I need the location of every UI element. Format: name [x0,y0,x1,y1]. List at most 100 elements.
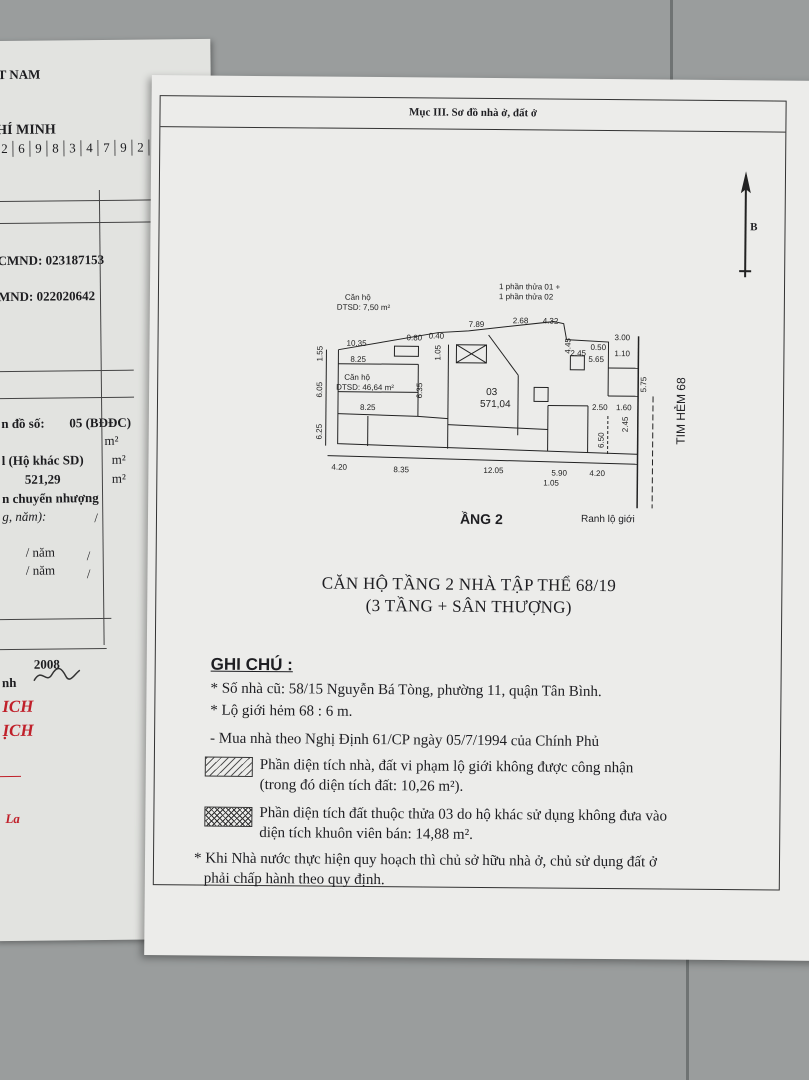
red-stamp-text-1: ICH [2,696,34,717]
dimension-label: 5.75 [639,376,648,392]
note-setback-land: (trong đó diện tích đất: 10,26 m²). [259,777,464,795]
note-decree: - Mua nhà theo Nghị Định 61/CP ngày 05/7… [209,730,600,750]
drawing-title: CĂN HỘ TẦNG 2 NHÀ TẬP THỂ 68/19 (3 TẦNG … [156,571,781,620]
note-other-household: Phần diện tích đất thuộc thửa 03 do hộ k… [259,805,668,825]
apartment-small-label: Căn hộ [345,293,371,302]
boundary-label: Ranh lộ giới [580,513,635,526]
plan-outline [337,349,638,455]
floor-plan-diagram: Căn hộ DTSD: 7,50 m² Căn hộ DTSD: 46,64 … [315,282,654,509]
serial-digit: 4 [81,140,99,157]
dimension-label: 6.50 [597,432,606,448]
serial-digit: 9 [115,139,133,156]
dimension-label: 4.32 [543,316,559,325]
dimension-label: 2.45 [570,349,586,358]
serial-digit: 3 [64,140,82,157]
divider [0,647,107,651]
unit: m² [111,470,126,486]
apartment-main-area: DTSD: 46,64 m² [336,383,394,393]
dimension-label: 3.00 [615,333,631,342]
dimension-label: 5.90 [551,469,567,478]
plan-outline [517,375,519,436]
parcel-note-2: 1 phần thửa 02 [499,292,554,301]
stairs [569,355,585,371]
serial-digit: 6 [13,140,31,157]
plan-outline [447,344,450,449]
dimension-label: 2.45 [621,416,630,432]
boundary-line [651,396,654,509]
parcel-number: 03 [486,387,498,398]
plan-outline [417,415,448,420]
plan-outline [447,424,548,431]
serial-digit: 9 [30,140,48,157]
dimension-label: 1.60 [616,403,632,412]
dimension-label: 6.25 [315,423,324,439]
note-planning-1: * Khi Nhà nước thực hiện quy hoạch thì c… [193,850,657,871]
notes-heading: GHI CHÚ : [210,654,293,675]
dimension-label: 1.05 [543,478,559,487]
alley-label: TIM HẺM 68 [673,377,689,445]
right-page: Mục III. Sơ đồ nhà ở, đất ở B [144,75,809,961]
dimension-line [325,349,327,446]
signature-image [33,667,81,682]
plan-outline [338,321,610,397]
north-arrow-icon [739,171,752,278]
city-text: HÍ MINH [0,122,56,139]
country-text: T NAM [0,66,41,83]
parcel-area: 571,04 [480,399,511,410]
dimension-label: 10.35 [346,339,367,348]
floor-seam [686,935,689,1080]
dimension-label: 1.10 [614,349,630,358]
dimension-label: 6.35 [415,382,424,398]
dimension-label: 5.65 [588,355,604,364]
dimension-line [327,455,638,465]
header-divider [160,126,786,133]
dimension-label: 2.68 [513,316,529,325]
void [456,344,487,364]
plan-outline [338,391,419,393]
dimension-label: 1.05 [433,344,442,360]
plan-outline [338,363,419,365]
note-excluded-area: diện tích khuôn viên bán: 14,88 m². [259,825,473,843]
dimension-label: 8.25 [350,355,366,364]
north-letter: B [750,221,758,234]
plan-outline [337,413,418,417]
title-line-2: (3 TẦNG + SÂN THƯỢNG) [365,595,572,617]
unit: m² [104,432,119,448]
section-title: Mục III. Sơ đồ nhà ở, đất ở [408,106,538,120]
document-frame: Mục III. Sơ đồ nhà ở, đất ở B [152,95,787,891]
dimension-label: 4.20 [589,469,605,478]
dimension-label: 7.89 [469,320,485,329]
legend-crosshatch-icon [204,806,253,827]
serial-digit: 8 [47,140,65,157]
note-alley-width: * Lộ giới hẻm 68 : 6 m. [210,702,353,720]
serial-digit: 2 [0,140,14,158]
apartment-small-area: DTSD: 7,50 m² [337,303,391,312]
dimension-label: 1.55 [315,345,324,361]
setback-line [636,336,640,509]
dimension-label: 0.50 [590,343,606,352]
apartment-main-label: Căn hộ [344,373,370,382]
stairs [393,345,419,357]
plan-outline [488,334,519,376]
serial-digit: 2 [132,139,150,156]
divider [0,775,21,778]
dimension-label: 2.50 [592,403,608,412]
parcel-note-1: 1 phần thửa 01 + [499,282,561,292]
legend-hatch-icon [204,756,253,777]
floor-label: ẦNG 2 [459,510,503,528]
left-frame [0,190,105,647]
red-stamp-text-3: La [5,810,20,827]
serial-digit: 7 [98,139,116,157]
void [455,344,488,364]
stairs [533,386,549,403]
name-fragment: nh [1,674,17,691]
dimension-label: 8.35 [393,465,409,474]
dimension-label: 4.45 [563,338,572,354]
note-planning-2: phải chấp hành theo quy định. [203,870,385,889]
dimension-label: 6.05 [315,381,324,397]
dimension-label: 12.05 [483,466,504,475]
dimension-label: 0.40 [429,331,445,340]
note-setback-area: Phần diện tích nhà, đất vi phạm lộ giới … [259,757,634,777]
